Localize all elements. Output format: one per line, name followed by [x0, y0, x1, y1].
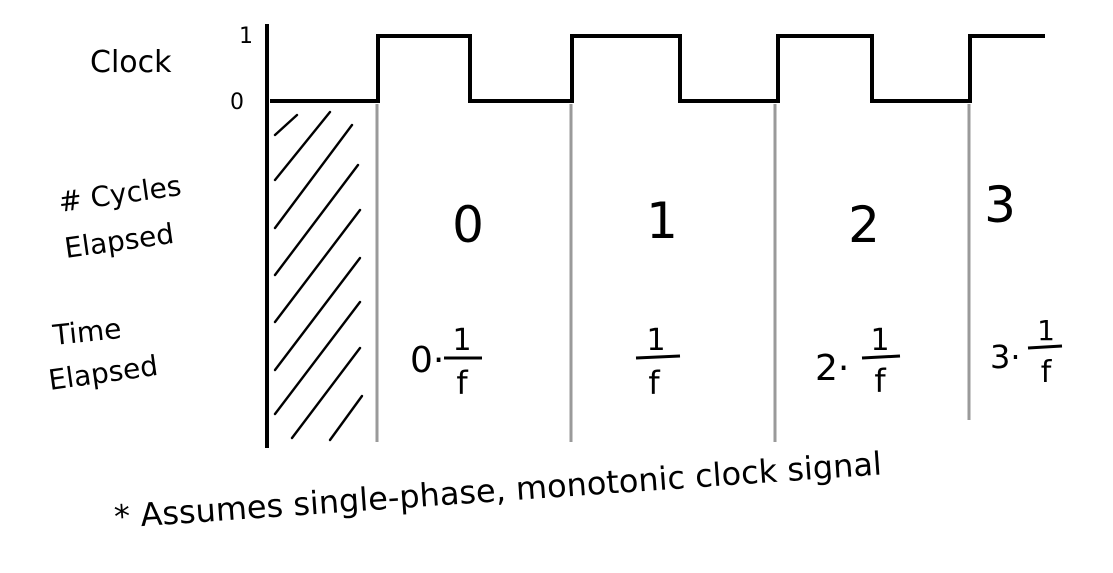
fraction-numerator-3: 1: [1037, 314, 1055, 347]
low-level-label: 0: [230, 90, 244, 115]
time-elapsed-0: 0· 1 f: [410, 323, 482, 402]
fraction-bar-2: [861, 354, 901, 360]
cycles-label-line1: # Cycles: [56, 169, 183, 219]
fraction-bar-1: [635, 354, 681, 360]
fraction-numerator-2: 1: [870, 323, 889, 358]
fraction-denominator-0: f: [456, 364, 468, 402]
cycles-label-line2: Elapsed: [62, 217, 176, 265]
time-elapsed-3: 3· 1 f: [990, 314, 1063, 390]
footnote: * Assumes single-phase, monotonic clock …: [113, 444, 883, 536]
time-multiplier-2: 2·: [815, 348, 849, 389]
fraction-numerator-0: 1: [452, 323, 471, 358]
clock-label: Clock: [90, 45, 172, 80]
time-label-line2: Elapsed: [46, 349, 160, 397]
fraction-denominator-2: f: [874, 362, 886, 400]
cycle-count-3: 3: [984, 176, 1016, 234]
fraction-bar-3: [1027, 344, 1063, 350]
time-elapsed-1: 1 f: [635, 323, 681, 402]
cycle-count-1: 1: [646, 192, 678, 250]
time-label-line1: Time: [50, 312, 123, 352]
fraction-numerator-1: 1: [646, 323, 665, 358]
cycle-dividers: [375, 104, 971, 442]
time-elapsed-2: 2· 1 f: [815, 323, 901, 400]
cycle-count-0: 0: [452, 196, 484, 254]
high-level-label: 1: [239, 24, 253, 49]
time-multiplier-3: 3·: [990, 338, 1021, 376]
clock-waveform: [270, 34, 1045, 103]
hatched-region: [273, 110, 364, 442]
cycle-count-2: 2: [848, 196, 880, 254]
fraction-denominator-1: f: [648, 364, 660, 402]
time-multiplier-0: 0·: [410, 340, 444, 381]
fraction-denominator-3: f: [1041, 355, 1053, 390]
